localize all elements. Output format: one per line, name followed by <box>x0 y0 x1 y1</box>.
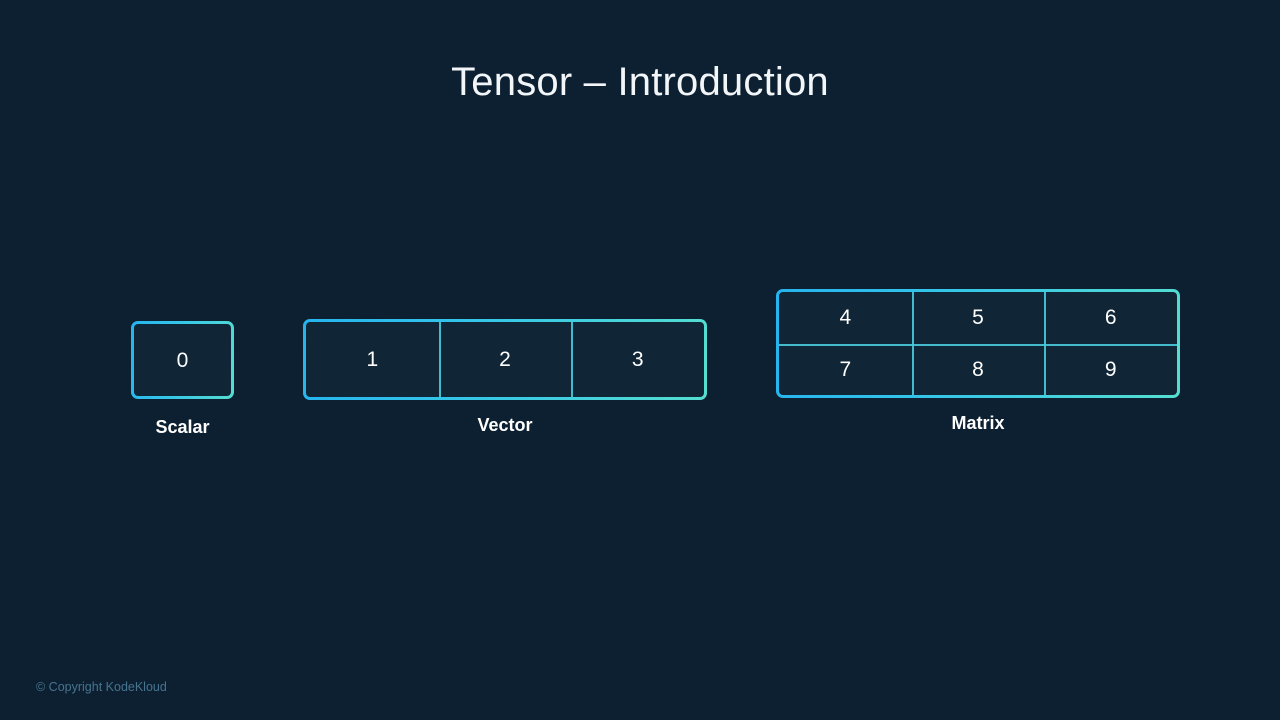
matrix-cell-1-1: 8 <box>911 343 1045 396</box>
matrix-cell-1-2: 9 <box>1044 343 1177 396</box>
matrix-grid: 4 5 6 7 8 9 <box>779 292 1177 395</box>
scalar-cell-0-0: 0 <box>176 348 189 372</box>
scalar-grid: 0 <box>134 324 231 396</box>
vector-box: 1 2 3 <box>303 319 707 400</box>
vector-cell-0-2: 3 <box>571 322 704 397</box>
scalar-label: Scalar <box>155 417 210 437</box>
matrix-cell-0-2: 6 <box>1044 292 1177 344</box>
matrix-cell-1-0: 7 <box>779 343 912 396</box>
vector-label: Vector <box>477 415 533 435</box>
figure-scalar: 0 Scalar <box>131 321 234 438</box>
matrix-cell-0-1: 5 <box>911 292 1045 344</box>
vector-cell-0-1: 2 <box>438 322 572 397</box>
matrix-box: 4 5 6 7 8 9 <box>776 289 1180 398</box>
vector-cell-0-0: 1 <box>366 348 379 371</box>
copyright-notice: © Copyright KodeKloud <box>36 680 167 694</box>
figure-vector: 1 2 3 Vector <box>303 319 707 436</box>
matrix-label: Matrix <box>951 413 1005 433</box>
page-title: Tensor – Introduction <box>451 60 829 104</box>
figure-matrix: 4 5 6 7 8 9 Matrix <box>776 289 1180 434</box>
matrix-cell-0-0: 4 <box>839 306 852 330</box>
vector-grid: 1 2 3 <box>306 322 704 397</box>
scalar-box: 0 <box>131 321 234 399</box>
